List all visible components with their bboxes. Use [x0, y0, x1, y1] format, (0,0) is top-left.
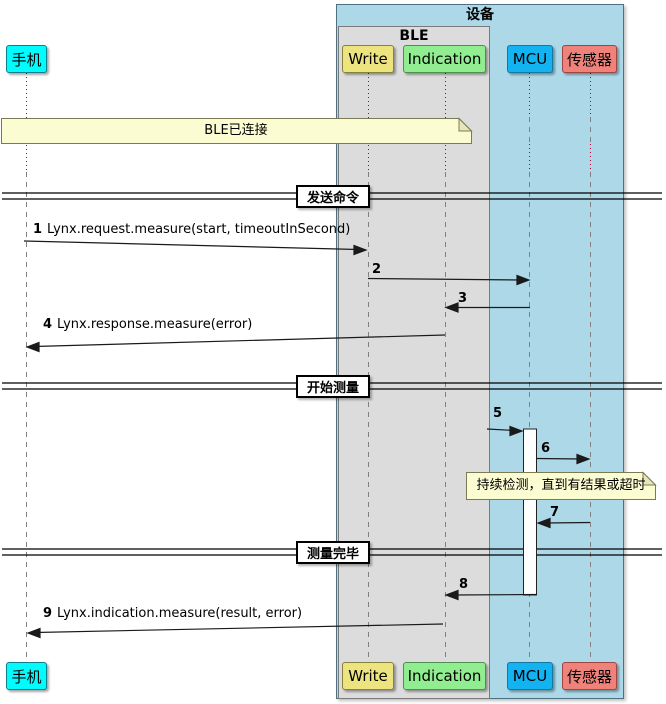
- participant-mcu-top-label: MCU: [512, 50, 548, 68]
- message-5-number: 5: [493, 406, 503, 421]
- arrowhead-9: [26, 627, 41, 639]
- participant-sensor-bottom: 传感器: [562, 662, 617, 690]
- message-2-label: 2: [372, 262, 386, 277]
- message-1-label: 1 Lynx.request.measure(start, timeoutInSe…: [33, 222, 350, 237]
- message-9-label: 9 Lynx.indication.measure(result, error): [43, 606, 302, 621]
- participant-mcu-bottom: MCU: [507, 662, 553, 690]
- participant-indication-top: Indication: [403, 45, 486, 73]
- message-4-number: 4: [43, 317, 53, 332]
- participant-mcu-top: MCU: [507, 45, 553, 73]
- participant-write-bottom-label: Write: [348, 667, 388, 685]
- divider-start-measure: 开始测量: [296, 375, 370, 398]
- message-1-text: Lynx.request.measure(start, timeoutInSec…: [47, 222, 351, 237]
- message-7-number: 7: [550, 505, 560, 520]
- note-detect-text: 持续检测，直到有结果或超时: [476, 478, 646, 493]
- message-8-number: 8: [459, 577, 469, 592]
- participant-sensor-top-label: 传感器: [566, 50, 612, 69]
- message-9-text: Lynx.indication.measure(result, error): [57, 606, 303, 621]
- arrowhead-4: [25, 341, 40, 353]
- divider-measure-done-label: 测量完毕: [306, 547, 359, 562]
- message-2-number: 2: [372, 262, 382, 277]
- ble-group-title: BLE: [399, 28, 429, 44]
- divider-measure-done: 测量完毕: [296, 541, 370, 564]
- message-5-label: 5: [493, 406, 507, 421]
- message-1-number: 1: [33, 222, 43, 237]
- divider-send-command-label: 发送命令: [306, 191, 359, 206]
- message-3-label: 3: [458, 291, 472, 306]
- device-group-title: 设备: [466, 7, 494, 23]
- note-ble-connected-text: BLE已连接: [204, 123, 268, 138]
- participant-sensor-bottom-label: 传感器: [566, 667, 612, 686]
- participant-phone-top: 手机: [6, 45, 47, 73]
- message-4-label: 4 Lynx.response.measure(error): [43, 317, 252, 332]
- message-6-number: 6: [541, 441, 551, 456]
- divider-send-command: 发送命令: [296, 185, 370, 208]
- participant-write-bottom: Write: [342, 662, 394, 690]
- participant-phone-top-label: 手机: [11, 50, 42, 69]
- participant-phone-bottom: 手机: [6, 662, 47, 690]
- participant-phone-bottom-label: 手机: [11, 667, 42, 686]
- participant-indication-top-label: Indication: [407, 50, 482, 68]
- participant-indication-bottom-label: Indication: [407, 667, 482, 685]
- divider-start-measure-label: 开始测量: [306, 381, 359, 396]
- arrow-1: [23, 240, 359, 251]
- message-7-label: 7: [550, 505, 564, 520]
- message-4-text: Lynx.response.measure(error): [57, 317, 253, 332]
- participant-write-top: Write: [342, 45, 394, 73]
- message-9-number: 9: [43, 606, 53, 621]
- participant-indication-bottom: Indication: [403, 662, 486, 690]
- message-8-label: 8: [459, 577, 473, 592]
- participant-mcu-bottom-label: MCU: [512, 667, 548, 685]
- message-3-number: 3: [458, 291, 468, 306]
- message-6-label: 6: [541, 441, 555, 456]
- participant-sensor-top: 传感器: [562, 45, 617, 73]
- participant-write-top-label: Write: [348, 50, 388, 68]
